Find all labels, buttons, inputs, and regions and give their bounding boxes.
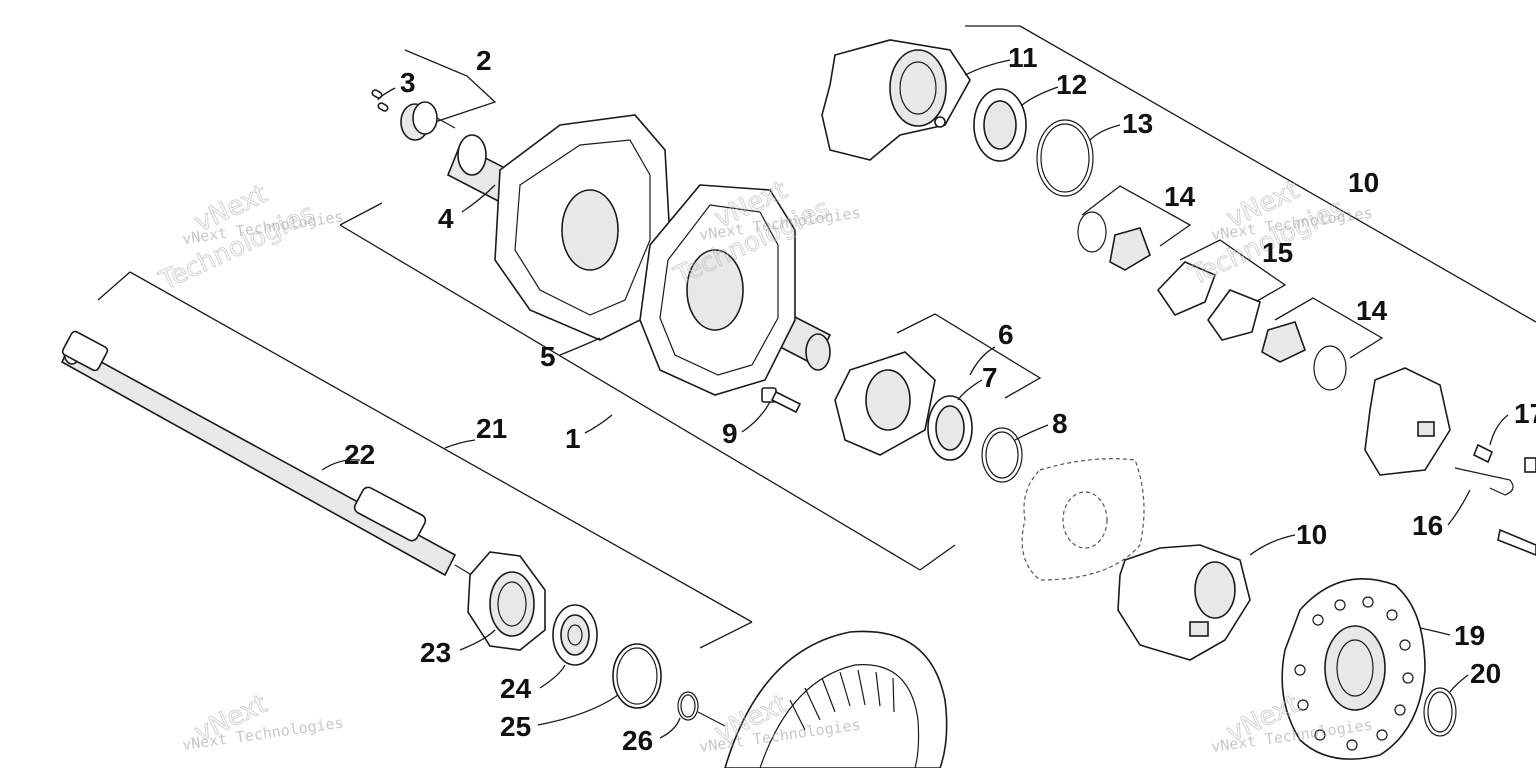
callout-22: 22 <box>344 439 375 470</box>
callout-1: 1 <box>565 423 581 454</box>
callout-21: 21 <box>476 413 507 444</box>
part-20-ring <box>1423 687 1457 737</box>
part-15-brake-pads <box>1156 261 1261 341</box>
callout-9: 9 <box>722 418 738 449</box>
part-19-rotor <box>1281 578 1426 760</box>
callout-26: 26 <box>622 725 653 756</box>
part-5-drive-sprocket <box>446 114 832 396</box>
callout-2: 2 <box>476 45 492 76</box>
callout-16: 16 <box>1412 510 1443 541</box>
callout-17: 17 <box>1514 398 1536 429</box>
callout-23: 23 <box>420 637 451 668</box>
part-6-plate <box>834 351 936 456</box>
part-9-bolt <box>761 387 802 414</box>
part-3-pins <box>371 89 389 112</box>
callout-labels: 2 3 4 5 1 9 6 7 8 11 12 13 10 14 15 14 1… <box>344 42 1536 756</box>
callout-24: 24 <box>500 673 532 704</box>
callout-leader-lines <box>321 59 1509 739</box>
callout-7: 7 <box>982 362 998 393</box>
callout-3: 3 <box>400 67 416 98</box>
part-16-clip <box>1454 467 1536 556</box>
part-22-jackshaft <box>60 330 481 581</box>
callout-10-upper: 10 <box>1348 167 1379 198</box>
part-25-ring <box>612 643 662 709</box>
callout-4: 4 <box>438 203 454 234</box>
part-14-spacer-lower <box>1261 321 1347 391</box>
callout-11: 11 <box>1008 42 1038 73</box>
callout-25: 25 <box>500 711 531 742</box>
callout-12: 12 <box>1056 69 1087 100</box>
part-12-bearing <box>973 88 1027 162</box>
part-10-caliper-right <box>1364 367 1451 476</box>
chaincase-outline-dashed <box>1021 458 1145 581</box>
part-10-caliper-lower <box>1117 544 1251 661</box>
callout-6: 6 <box>998 319 1014 350</box>
callout-14-lower: 14 <box>1356 295 1388 326</box>
part-26-ring <box>677 691 726 727</box>
part-23-bearing-housing <box>467 551 546 651</box>
group-bracket-lines <box>97 25 1536 649</box>
part-7-seal <box>927 395 973 461</box>
part-14-spacer-upper <box>1077 211 1151 271</box>
part-8-ring <box>981 427 1023 483</box>
callout-13: 13 <box>1122 108 1153 139</box>
callout-5: 5 <box>540 341 556 372</box>
callout-15: 15 <box>1262 237 1293 268</box>
part-17-bleeder <box>1472 443 1536 473</box>
part-11-caliper-upper <box>821 39 971 161</box>
callout-14-upper: 14 <box>1164 181 1196 212</box>
callout-19: 19 <box>1454 620 1485 651</box>
part-24-bearing <box>552 604 598 666</box>
callout-10-lower: 10 <box>1296 519 1327 550</box>
callout-8: 8 <box>1052 408 1068 439</box>
part-2-end-cap <box>400 101 456 141</box>
part-13-ring <box>1036 119 1094 197</box>
part-brake-disc-bottom <box>724 630 948 768</box>
callout-20: 20 <box>1470 658 1501 689</box>
